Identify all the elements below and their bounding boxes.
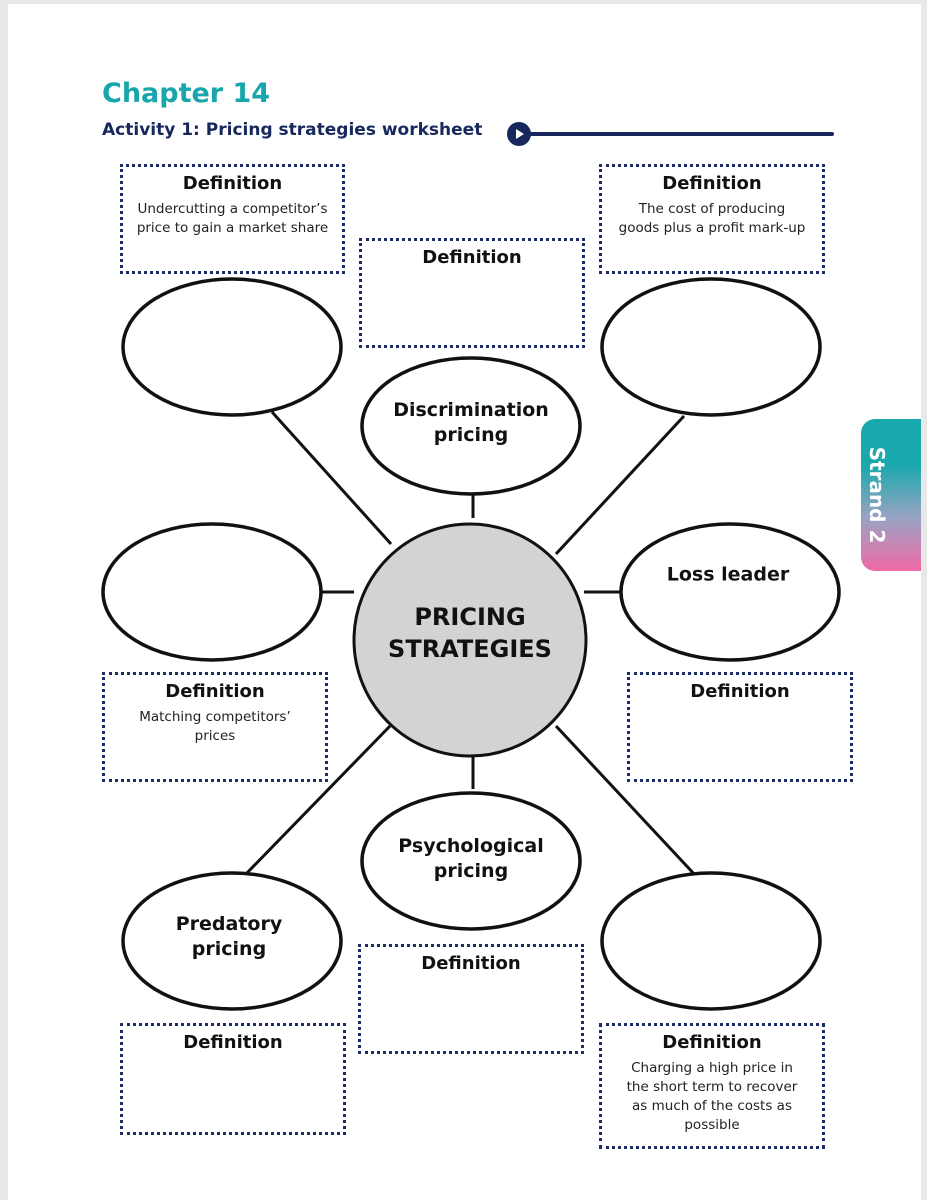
definition-box-bottom-right[interactable]: Definition Charging a high price in the … (599, 1023, 825, 1149)
connector-top-right (554, 414, 686, 556)
connector-bottom-right (554, 724, 698, 878)
node-label-top-center: Discrimination pricing (393, 399, 549, 446)
definition-box-top-right[interactable]: Definition The cost of producing goods p… (599, 164, 825, 274)
definition-title: Definition (662, 173, 762, 194)
ellipse-bottom-right (600, 871, 822, 1011)
connector-bottom-left (242, 724, 392, 878)
definition-box-bottom-center[interactable]: Definition (358, 944, 584, 1054)
title-rule (526, 132, 834, 136)
definition-title: Definition (183, 1032, 283, 1053)
center-circle (352, 522, 588, 758)
definition-text: Charging a high price in the short term … (626, 1060, 798, 1133)
definition-title: Definition (165, 681, 265, 702)
activity-title: Activity 1: Pricing strategies worksheet (102, 120, 483, 140)
center-label: PRICING STRATEGIES (388, 603, 552, 663)
definition-title: Definition (662, 1032, 762, 1053)
definition-title: Definition (690, 681, 790, 702)
definition-box-middle-left[interactable]: Definition Matching competitors’ prices (102, 672, 328, 782)
definition-box-top-left[interactable]: Definition Undercutting a competitor’s p… (120, 164, 345, 274)
ellipse-middle-left (101, 522, 323, 662)
node-label-bottom-left: Predatory pricing (175, 913, 283, 960)
definition-text: The cost of producing goods plus a profi… (618, 201, 806, 236)
definition-box-middle-right[interactable]: Definition (627, 672, 853, 782)
ellipse-bottom-left (121, 871, 343, 1011)
definition-title: Definition (422, 247, 522, 268)
strand-tab (861, 419, 921, 571)
ellipse-top-left (121, 277, 343, 417)
connector-top-left (270, 410, 393, 546)
definition-text: Undercutting a competitor’s price to gai… (136, 201, 329, 236)
definition-text: Matching competitors’ prices (139, 709, 291, 744)
definition-box-top-center[interactable]: Definition (359, 238, 585, 348)
worksheet-page: Chapter 14 Activity 1: Pricing strategie… (8, 4, 921, 1200)
ellipse-top-right (600, 277, 822, 417)
mind-map-diagram (101, 277, 841, 1011)
ellipse-bottom-center (360, 791, 582, 931)
definition-box-bottom-left[interactable]: Definition (120, 1023, 346, 1135)
ellipse-middle-right (619, 522, 841, 662)
definition-title: Definition (182, 173, 283, 194)
chapter-title: Chapter 14 (102, 78, 271, 109)
definition-title: Definition (421, 953, 521, 974)
ellipse-top-center (360, 356, 582, 496)
node-label-middle-right: Loss leader (666, 563, 790, 586)
node-label-bottom-center: Psychological pricing (398, 835, 544, 882)
